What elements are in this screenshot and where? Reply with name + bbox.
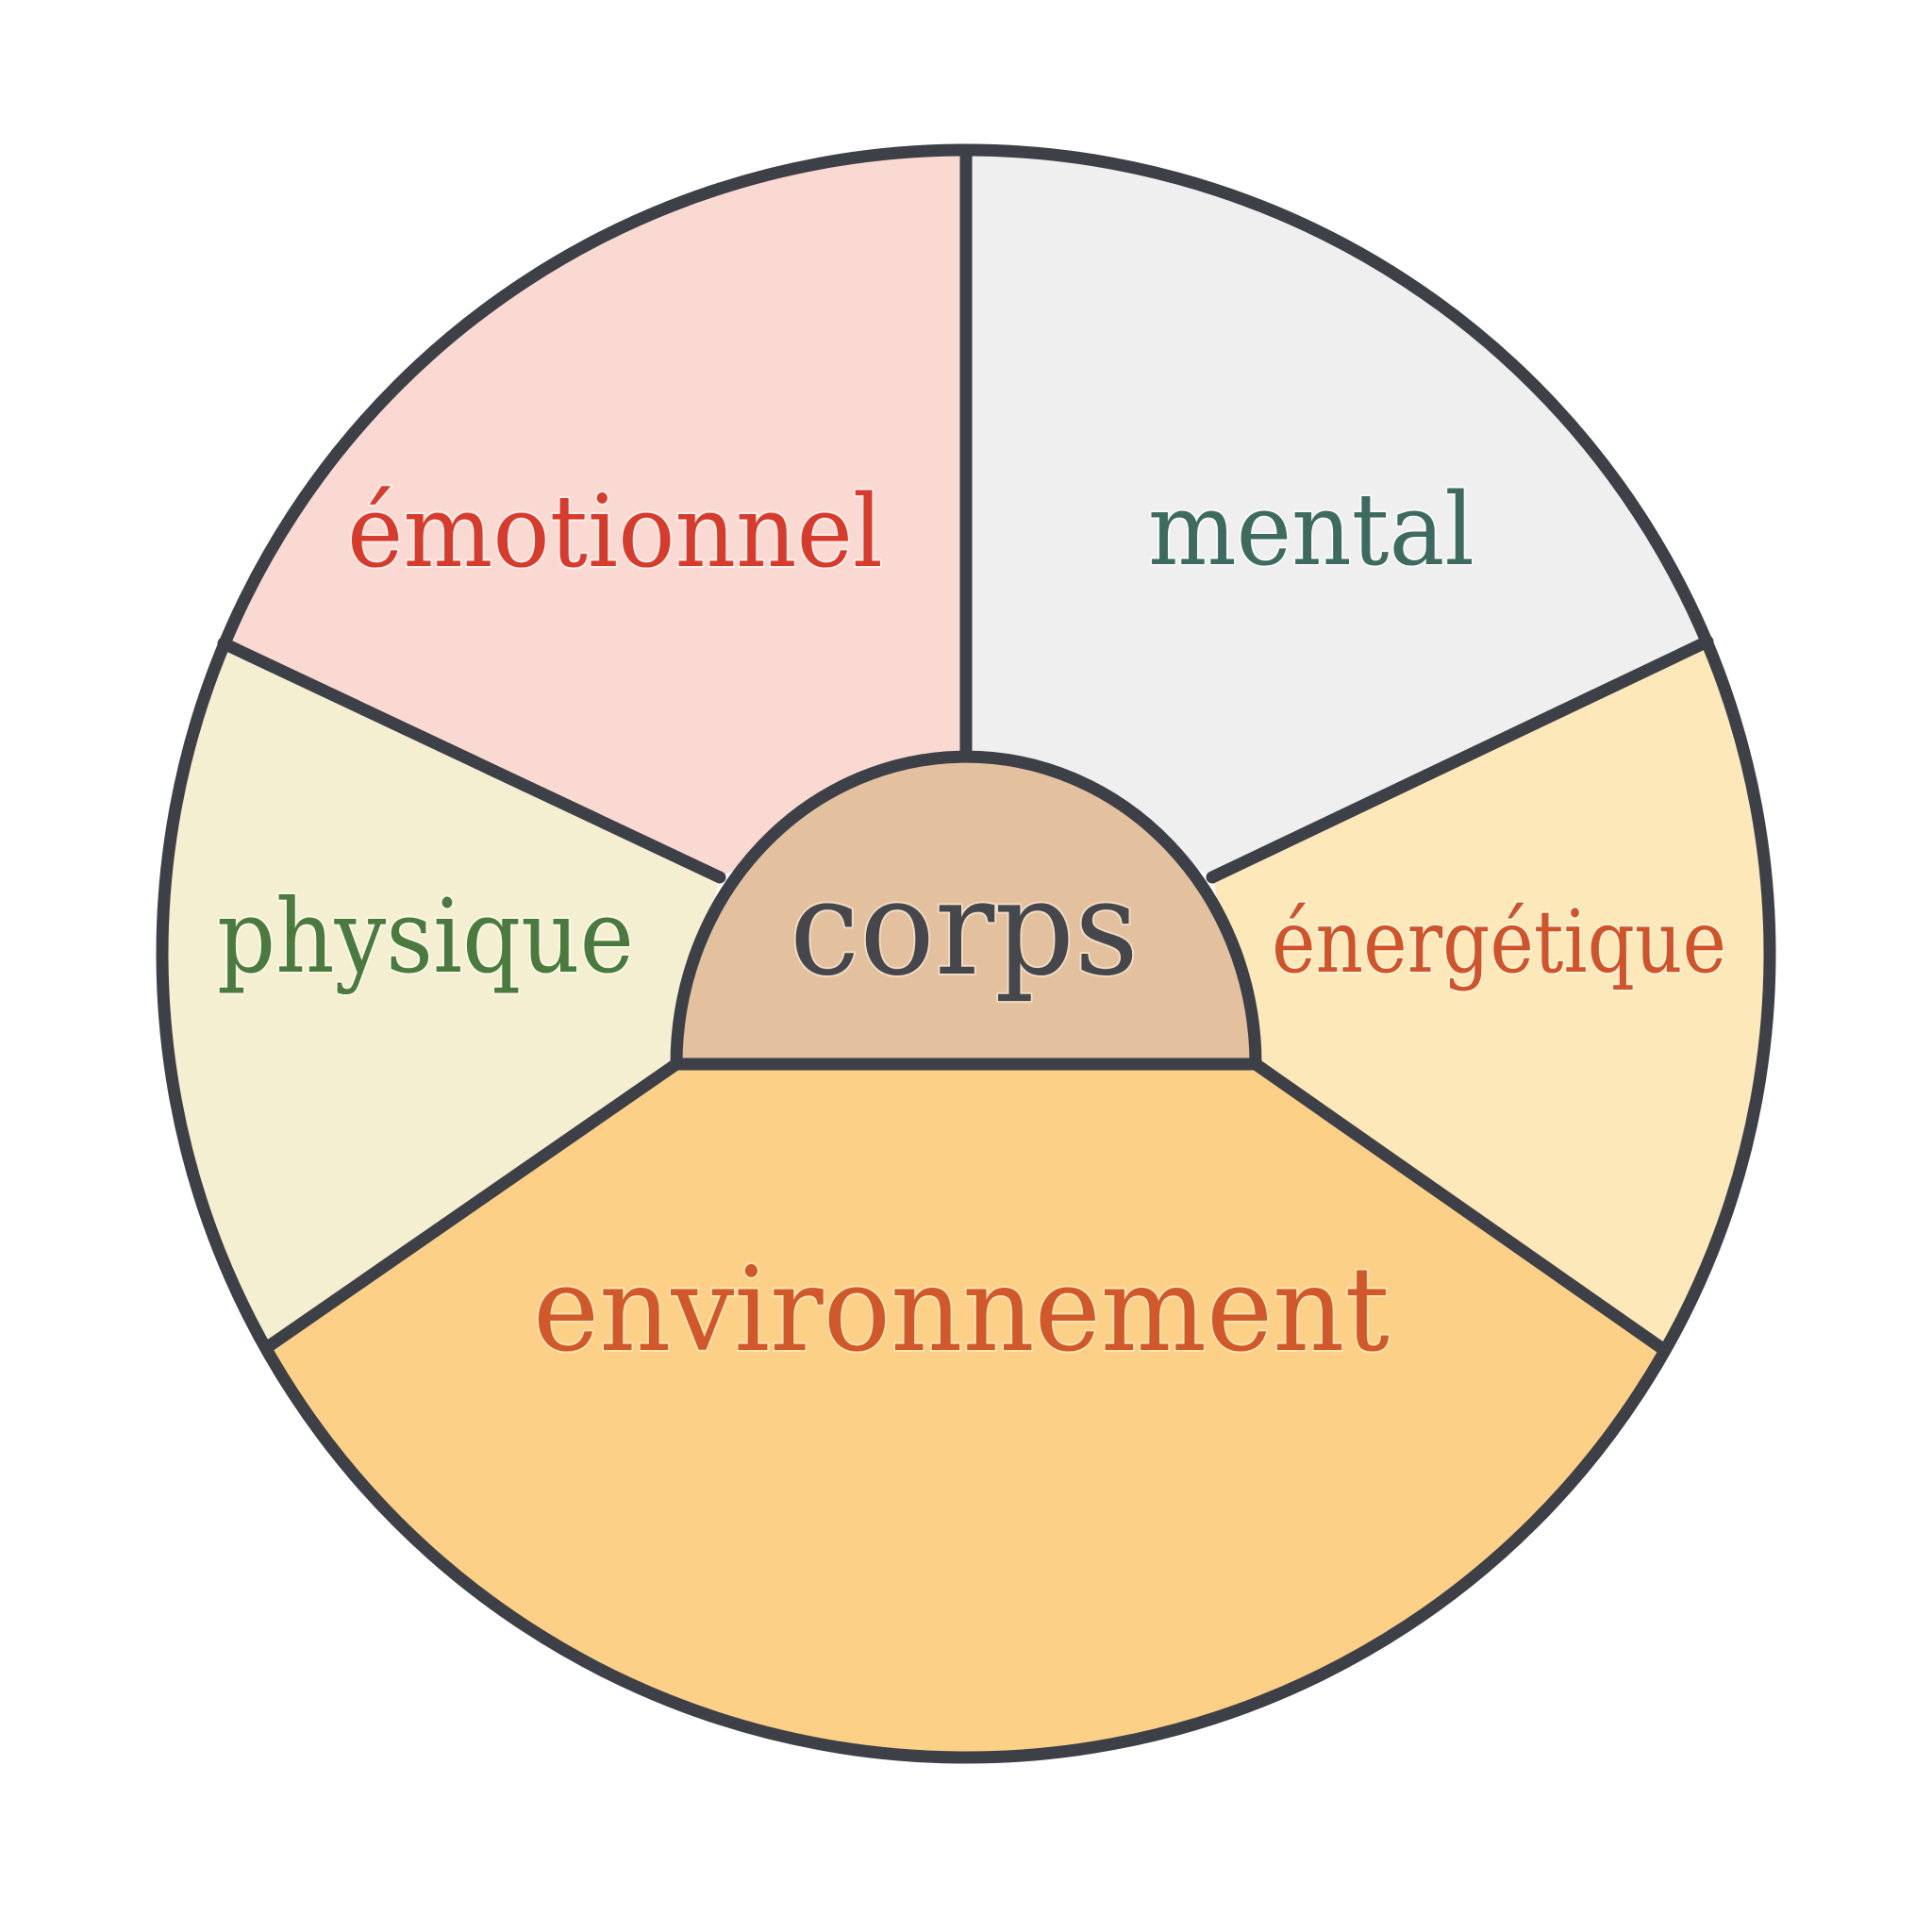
segment-mental[interactable] <box>966 0 1932 877</box>
segment-corps[interactable] <box>670 750 1262 1071</box>
label-emotionnel: émotionnel <box>347 474 883 590</box>
segment-emotionnel[interactable] <box>0 0 966 877</box>
label-mental: mental <box>1148 472 1474 588</box>
divider-lower-left <box>262 1058 683 1353</box>
label-corps: corps <box>790 852 1139 1006</box>
divider-lower-right <box>1249 1058 1667 1354</box>
label-energetique: énergétique <box>1272 891 1726 992</box>
divider-upper-left <box>217 637 726 884</box>
label-physique: physique <box>217 878 634 996</box>
label-environnement: environnement <box>533 1242 1390 1378</box>
outer-ring <box>156 143 1776 1764</box>
divider-lines <box>217 143 1714 1354</box>
divider-upper-right <box>1206 635 1714 884</box>
